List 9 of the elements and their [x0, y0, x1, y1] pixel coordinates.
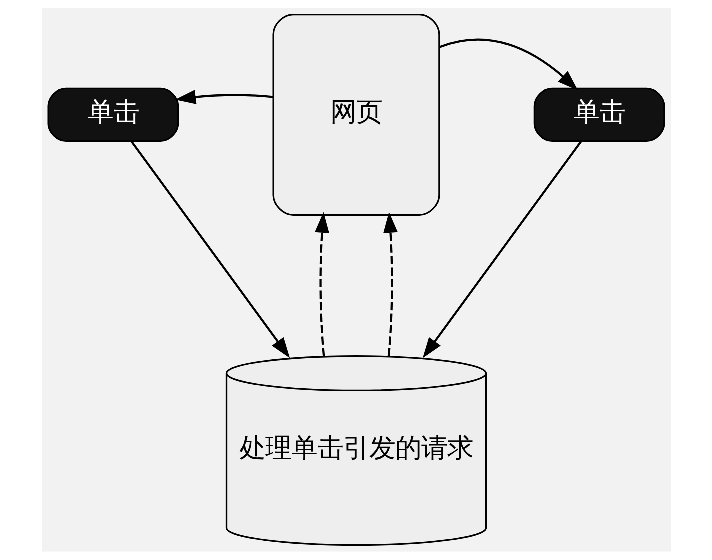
node-box: 单击 — [47, 88, 179, 142]
arrow — [422, 140, 582, 358]
arrow — [383, 212, 398, 356]
arrow — [130, 140, 290, 358]
node-box: 单击 — [533, 88, 665, 142]
arrow — [314, 212, 329, 356]
node-box: 网页 — [272, 14, 440, 216]
arrow — [438, 38, 578, 91]
arrow — [174, 90, 273, 104]
